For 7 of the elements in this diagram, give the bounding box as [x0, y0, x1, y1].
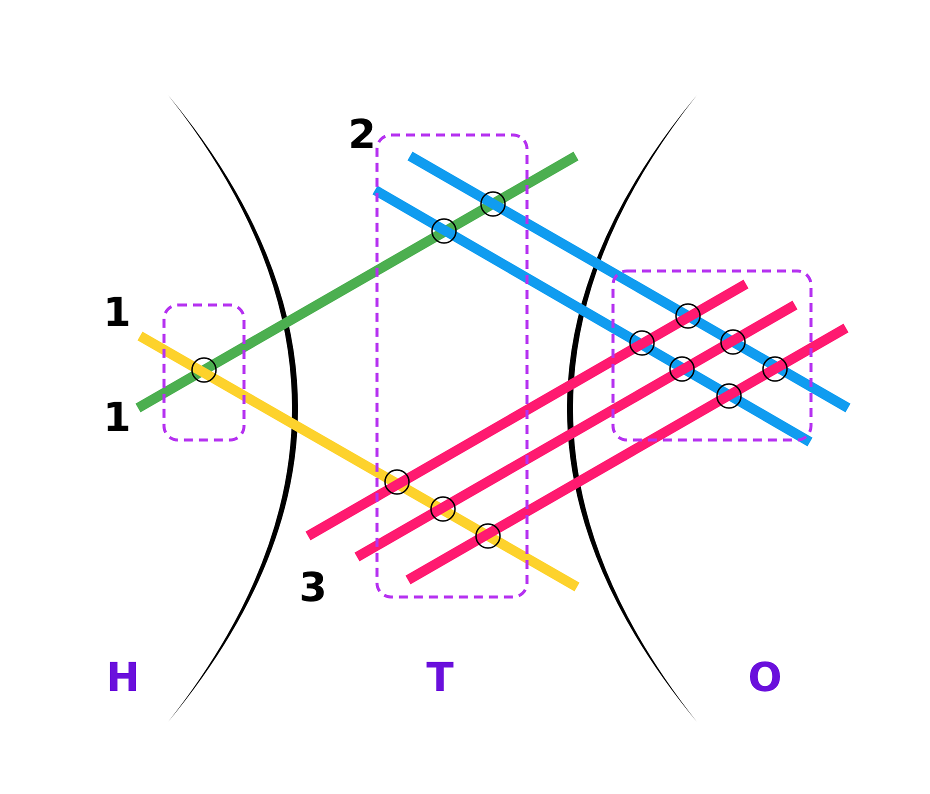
callout-number: 3 [299, 568, 327, 608]
callout-number: 2 [348, 115, 376, 155]
callout-number: 1 [103, 293, 131, 333]
callout-number: 1 [103, 398, 131, 438]
region-letter: O [748, 658, 782, 698]
region-letter: T [426, 658, 454, 698]
region-letter: H [106, 658, 140, 698]
